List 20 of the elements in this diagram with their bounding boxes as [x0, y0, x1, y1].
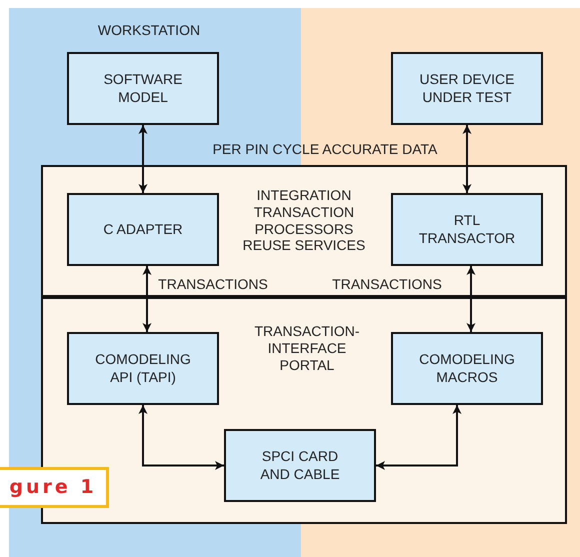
connection-label: TRANSACTIONS [331, 276, 443, 292]
section-label: TRANSACTION-INTERFACE PORTAL [254, 323, 360, 374]
connection-label: TRANSACTIONS [157, 276, 269, 292]
process-box: C ADAPTER [67, 193, 219, 266]
double-arrow [138, 405, 224, 470]
double-arrow [466, 266, 476, 332]
double-arrow [138, 125, 148, 193]
connection-label: PER PIN CYCLE ACCURATE DATA [212, 141, 438, 157]
double-arrow [462, 125, 472, 193]
process-box: SPCI CARD AND CABLE [224, 429, 376, 502]
process-box: USER DEVICE UNDER TEST [391, 52, 543, 125]
process-box: SOFTWARE MODEL [67, 52, 219, 125]
double-arrow [142, 266, 152, 332]
figure-label: gure 1 [0, 467, 109, 508]
section-label: INTEGRATION TRANSACTION PROCESSORS REUSE SERVICES [242, 187, 366, 254]
double-arrow [376, 405, 462, 470]
process-box: RTL TRANSACTOR [391, 193, 543, 266]
process-box: COMODELING API (TAPI) [67, 332, 219, 405]
process-box: COMODELING MACROS [391, 332, 543, 405]
column-heading: WORKSTATION [96, 22, 202, 39]
